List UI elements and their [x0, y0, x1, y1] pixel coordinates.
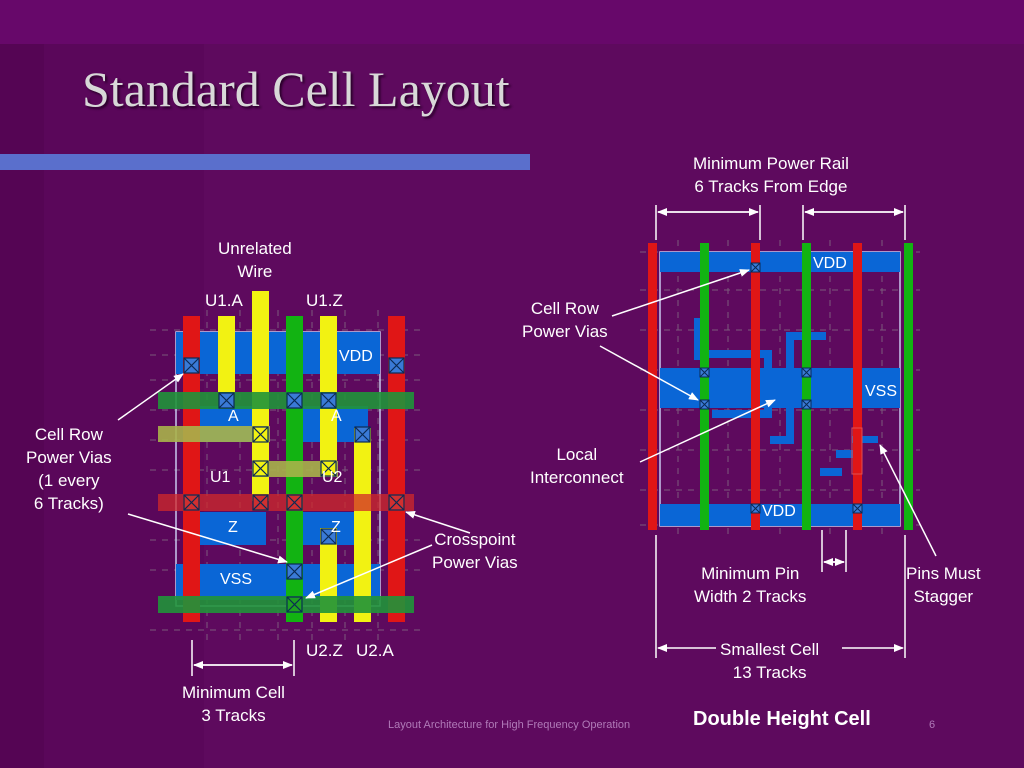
left-via-13: [388, 494, 405, 511]
right-vss-rail: [660, 368, 900, 408]
left-via-11: [252, 494, 269, 511]
left-yellow-u1a: [218, 316, 235, 392]
label-pins-must-stagger: Pins Must Stagger: [906, 564, 981, 606]
slide-title: Standard Cell Layout: [82, 61, 510, 117]
title-underline-bar: [0, 154, 530, 170]
label-right-vss: VSS: [865, 383, 898, 400]
label-smallest-cell: Smallest Cell 13 Tracks: [720, 640, 820, 682]
left-via-2: [388, 357, 405, 374]
right-via-6: [750, 503, 761, 514]
label-left-vdd: VDD: [339, 348, 373, 365]
label-local-interconnect: Local Interconnect: [530, 445, 624, 487]
label-unrelated-wire: Unrelated Wire: [218, 239, 292, 281]
label-left-vss: VSS: [220, 571, 253, 588]
label-u2z: U2.Z: [306, 641, 343, 660]
left-dimension-min-cell: [191, 640, 295, 676]
right-red-vertical-2: [751, 243, 760, 530]
right-cell-diagram: [599, 205, 937, 658]
right-stagger-pin: [851, 427, 863, 475]
label-u1z: U1.Z: [306, 291, 343, 310]
right-vdd-rail-top: [660, 252, 900, 272]
label-u2: U2: [322, 469, 343, 486]
left-red-horizontal: [158, 494, 414, 511]
right-via-3: [801, 367, 812, 378]
right-green-vertical-1: [700, 243, 709, 530]
label-pin-a-left: A: [228, 408, 239, 425]
label-u1: U1: [210, 469, 231, 486]
left-via-1: [183, 357, 200, 374]
left-cell-diagram: [117, 291, 471, 676]
right-dimension-pin-width: [821, 530, 847, 572]
label-minimum-cell: Minimum Cell 3 Tracks: [182, 683, 285, 725]
right-via-7: [852, 503, 863, 514]
label-z-right: Z: [331, 519, 341, 536]
right-green-vertical-2: [802, 243, 811, 530]
label-u1a: U1.A: [205, 291, 243, 310]
left-yellow-horizontal-u1z: [252, 461, 338, 477]
left-via-3: [218, 392, 235, 409]
background-band-left: [0, 0, 44, 768]
label-u2a: U2.A: [356, 641, 394, 660]
background-band-top: [0, 0, 1024, 44]
right-via-2: [699, 367, 710, 378]
left-via-8: [252, 460, 269, 477]
left-vss-rail: [176, 564, 380, 600]
right-red-vertical-3: [853, 243, 862, 530]
background-band-middle: [44, 0, 204, 768]
left-via-16: [286, 596, 303, 613]
left-green-horizontal-2: [158, 596, 414, 613]
left-yellow-u2a: [354, 428, 371, 622]
right-dimension-smallest-cell: [655, 535, 906, 658]
left-via-12: [286, 494, 303, 511]
label-pin-a-right: A: [331, 408, 342, 425]
label-right-vdd-top: VDD: [813, 255, 847, 272]
label-z-left: Z: [228, 519, 238, 536]
left-green-horizontal-1: [158, 392, 414, 409]
right-via-4: [699, 399, 710, 410]
right-green-vertical-3: [904, 243, 913, 530]
left-vias: [183, 357, 405, 613]
left-via-7: [252, 426, 269, 443]
slide-page-number: 6: [929, 719, 936, 731]
right-vdd-rail-bottom: [660, 504, 900, 526]
right-local-interconnect: [694, 318, 878, 476]
left-via-6: [354, 426, 371, 443]
left-via-5: [320, 392, 337, 409]
label-double-height-cell: Double Height Cell: [693, 708, 871, 730]
label-crosspoint-power-vias: Crosspoint Power Vias: [432, 530, 518, 572]
left-via-15: [286, 563, 303, 580]
left-via-10: [183, 494, 200, 511]
label-right-cell-row-power-vias: Cell Row Power Vias: [522, 299, 608, 341]
right-red-vertical-1: [648, 243, 657, 530]
label-right-vdd-bottom: VDD: [762, 503, 796, 520]
right-via-1: [750, 262, 761, 273]
label-left-cell-row-power-vias: Cell Row Power Vias (1 every 6 Tracks): [26, 425, 112, 513]
right-vias: [699, 262, 863, 514]
slide-footer: Layout Architecture for High Frequency O…: [388, 719, 631, 731]
label-minimum-power-rail: Minimum Power Rail 6 Tracks From Edge: [693, 154, 849, 196]
label-minimum-pin-width: Minimum Pin Width 2 Tracks: [694, 564, 807, 606]
right-annotation-arrows: [599, 269, 937, 557]
left-via-9: [320, 460, 337, 477]
left-vdd-rail: [176, 332, 380, 374]
right-via-5: [801, 399, 812, 410]
right-dimension-power-rail: [655, 205, 906, 240]
left-via-4: [286, 392, 303, 409]
left-via-14: [320, 528, 337, 545]
left-annotation-arrows: [117, 373, 471, 599]
left-yellow-horizontal-a: [158, 426, 270, 442]
